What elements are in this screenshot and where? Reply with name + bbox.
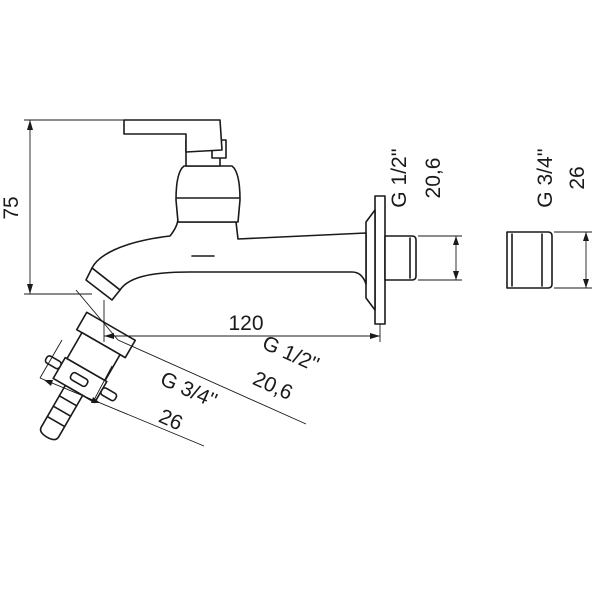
wall-flange <box>374 195 386 325</box>
angled-wall-thread-size: G 1/2'' <box>259 331 323 376</box>
hose-connector <box>39 311 137 441</box>
hose-barb <box>39 384 84 441</box>
lever-handle <box>123 119 223 153</box>
hose-thread-diameter: 26 <box>566 166 589 189</box>
tap-body <box>85 119 417 325</box>
hose-thread-part <box>506 231 553 289</box>
spout-outlet-ring <box>85 267 121 301</box>
connector-ear-left <box>44 355 62 370</box>
height-value: 75 <box>0 196 23 219</box>
connector-ear-right <box>100 387 118 402</box>
hose-thread-size: G 3/4'' <box>534 148 557 207</box>
dimension-height: 75 <box>0 119 124 295</box>
length-value: 120 <box>228 312 263 335</box>
wall-flange-collar <box>365 209 376 311</box>
angled-hose-thread-diameter: 26 <box>155 405 186 436</box>
dimension-wall-thread: G 1/2'' 20,6 <box>388 148 462 281</box>
dimension-hose-thread: G 3/4'' 26 <box>534 148 592 289</box>
angled-wall-thread-diameter: 20,6 <box>249 367 296 405</box>
connector-slot <box>69 371 89 388</box>
wall-thread-diameter: 20,6 <box>422 158 445 199</box>
wall-thread-size: G 1/2'' <box>388 148 411 207</box>
spout-body <box>91 217 367 291</box>
valve-housing <box>175 165 241 223</box>
dimension-length: 120 <box>103 300 381 342</box>
wall-thread-nipple <box>384 235 417 281</box>
